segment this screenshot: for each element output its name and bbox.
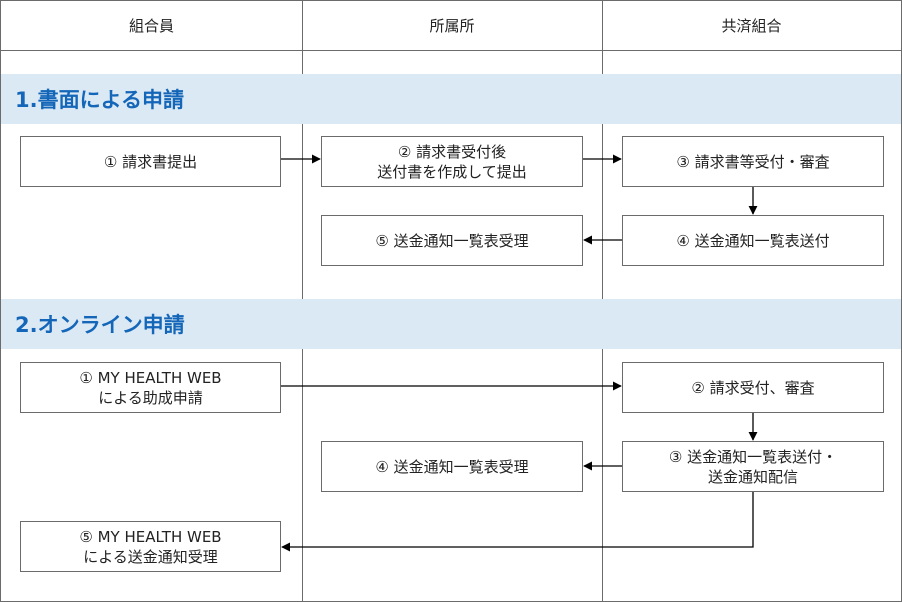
paper-step-1-label: ① 請求書提出	[103, 152, 198, 171]
online-step-2-label: ② 請求受付、審査	[691, 378, 815, 397]
paper-step-1-box: ① 請求書提出	[20, 136, 281, 187]
paper-step-4-label: ④ 送金通知一覧表送付	[676, 231, 830, 250]
online-step-4-label: ④ 送金通知一覧表受理	[375, 457, 529, 476]
paper-step-5-box: ⑤ 送金通知一覧表受理	[321, 215, 583, 266]
paper-step-4-box: ④ 送金通知一覧表送付	[622, 215, 884, 266]
column-header-office: 所属所	[429, 17, 475, 35]
arrow-online-3-to-5	[281, 492, 754, 552]
column-divider	[302, 349, 303, 601]
column-header-member: 組合員	[128, 17, 174, 35]
online-step-1-box: ① MY HEALTH WEB による助成申請	[20, 362, 281, 413]
online-step-3-box: ③ 送金通知一覧表送付・ 送金通知配信	[622, 441, 884, 492]
paper-step-5-label: ⑤ 送金通知一覧表受理	[375, 231, 529, 250]
column-divider	[302, 124, 303, 299]
paper-step-2-label: ② 請求書受付後 送付書を作成して提出	[377, 142, 527, 181]
column-divider	[302, 1, 303, 74]
paper-step-3-box: ③ 請求書等受付・審査	[622, 136, 884, 187]
column-divider	[602, 1, 603, 74]
online-step-2-box: ② 請求受付、審査	[622, 362, 884, 413]
column-divider	[602, 349, 603, 601]
online-step-3-label: ③ 送金通知一覧表送付・ 送金通知配信	[668, 447, 838, 486]
section-title-online: 2.オンライン申請	[1, 299, 901, 349]
header-divider	[1, 50, 901, 51]
online-step-5-label: ⑤ MY HEALTH WEB による送金通知受理	[79, 527, 222, 566]
paper-step-2-box: ② 請求書受付後 送付書を作成して提出	[321, 136, 583, 187]
paper-step-3-label: ③ 請求書等受付・審査	[676, 152, 830, 171]
column-divider	[602, 124, 603, 299]
column-header-union: 共済組合	[721, 17, 782, 35]
section-title-paper: 1.書面による申請	[1, 74, 901, 124]
online-step-4-box: ④ 送金通知一覧表受理	[321, 441, 583, 492]
online-step-5-box: ⑤ MY HEALTH WEB による送金通知受理	[20, 521, 281, 572]
online-step-1-label: ① MY HEALTH WEB による助成申請	[79, 368, 222, 407]
